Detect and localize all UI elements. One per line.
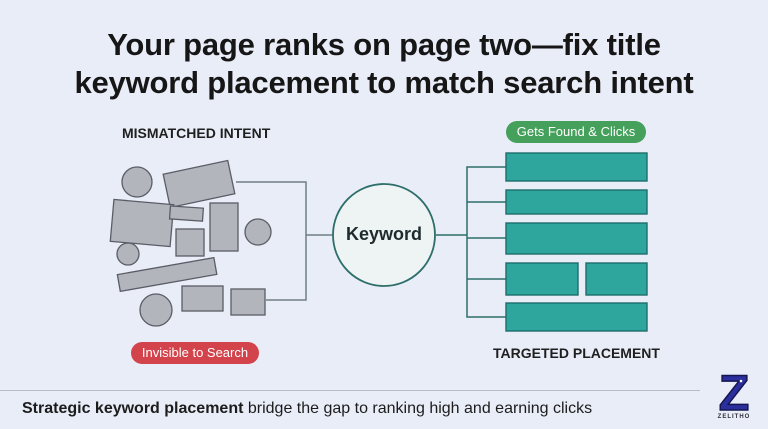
block-5 [505, 302, 648, 332]
shape-rect-1 [162, 159, 236, 209]
logo-brand: ZELITHO [717, 414, 751, 420]
title-line-1: Your page ranks on page two—fix title [107, 27, 661, 62]
footer-caption: Strategic keyword placement bridge the g… [22, 400, 592, 418]
block-4b [585, 262, 648, 296]
invisible-badge: Invisible to Search [131, 342, 259, 364]
title-line-2: keyword placement to match search intent [74, 65, 694, 100]
block-3 [505, 222, 648, 255]
footer-rest: bridge the gap to ranking high and earni… [243, 400, 593, 417]
right-bracket [466, 166, 506, 318]
block-1 [505, 152, 648, 182]
shape-rect-4 [181, 285, 224, 312]
keyword-label: Keyword [345, 224, 423, 244]
footer-emphasis: Strategic keyword placement [22, 400, 244, 417]
mismatched-intent-heading: MISMATCHED INTENT [122, 125, 271, 141]
shape-rect-3 [209, 202, 239, 252]
block-2 [505, 189, 648, 215]
shape-square-1 [175, 228, 205, 257]
shape-square-2 [230, 288, 266, 316]
block-4a [505, 262, 579, 296]
right-connectors [436, 166, 506, 318]
shape-circle-1 [121, 166, 153, 198]
targeted-placement-heading: TARGETED PLACEMENT [493, 345, 660, 361]
shape-rect-2 [109, 198, 175, 248]
shape-circle-4 [139, 293, 173, 327]
zelitho-logo-icon: Z [718, 366, 750, 422]
left-connectors [236, 181, 334, 301]
shape-circle-2 [244, 218, 272, 246]
footer-divider [0, 390, 700, 391]
left-bracket [236, 181, 307, 301]
shape-circle-3 [116, 242, 140, 266]
shape-bar-1 [168, 205, 205, 222]
keyword-node [332, 183, 436, 287]
logo-letter: Z [719, 366, 750, 421]
shape-bar-2 [116, 256, 218, 293]
logo-sparkle [739, 379, 743, 383]
scattered-shapes [109, 159, 272, 327]
page-title: Your page ranks on page two—fix title ke… [0, 26, 768, 102]
gets-found-badge: Gets Found & Clicks [506, 121, 646, 143]
targeted-blocks [505, 152, 648, 332]
